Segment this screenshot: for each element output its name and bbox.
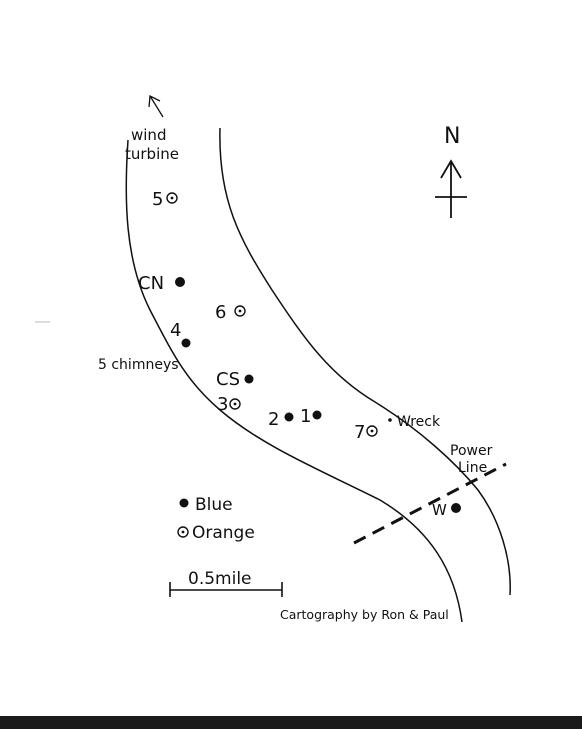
marker-w: W	[432, 501, 461, 519]
blue-marker-icon	[244, 374, 254, 384]
marker-2: 2	[268, 409, 294, 430]
marker-6-label: 6	[215, 302, 226, 323]
wreck-dot-icon	[388, 418, 392, 422]
marker-3-label: 3	[217, 394, 228, 415]
marker-1-label: 1	[300, 406, 311, 427]
marker-5: 5	[152, 189, 178, 210]
wind-turbine-arrow-icon	[148, 94, 164, 118]
marker-7-label: 7	[354, 422, 365, 443]
marker-cn: CN	[138, 273, 185, 294]
scan-bottom-edge	[0, 716, 582, 729]
blue-marker-icon	[284, 412, 294, 422]
marker-4-label: 4	[170, 320, 181, 341]
blue-marker-icon	[312, 410, 322, 420]
blue-marker-icon	[175, 277, 185, 287]
legend-blue-icon	[179, 498, 189, 508]
marker-2-label: 2	[268, 409, 279, 430]
power-line	[353, 462, 507, 545]
river-right-bank	[219, 127, 511, 596]
orange-marker-icon	[166, 192, 178, 204]
marker-5-label: 5	[152, 189, 163, 210]
scale-bar: 0.5mile	[169, 569, 283, 597]
river-left-bank	[125, 139, 463, 623]
orange-marker-icon	[229, 398, 241, 410]
orange-marker-icon	[366, 425, 378, 437]
north-arrow-icon	[435, 159, 467, 218]
marker-cn-label: CN	[138, 273, 164, 294]
marker-4: 4	[170, 320, 191, 348]
marker-7: 7	[354, 422, 378, 443]
legend-blue-label: Blue	[195, 495, 233, 515]
wind-turbine-label-1: wind	[131, 126, 166, 144]
scale-label: 0.5mile	[188, 569, 252, 589]
cartography-credit: Cartography by Ron & Paul	[280, 607, 449, 622]
wind-turbine-label-2: turbine	[125, 145, 179, 163]
marker-w-label: W	[432, 501, 447, 519]
marker-cs: CS	[216, 369, 254, 390]
legend-orange-icon	[177, 526, 189, 538]
power-line-label-2: Line	[458, 460, 487, 476]
orange-marker-icon	[234, 305, 246, 317]
power-line-label-1: Power	[450, 443, 493, 459]
legend: Blue Orange	[177, 495, 255, 543]
marker-6: 6	[215, 302, 246, 323]
blue-marker-icon	[451, 503, 461, 513]
marker-3: 3	[217, 394, 241, 415]
five-chimneys-label: 5 chimneys	[98, 357, 179, 373]
marker-cs-label: CS	[216, 369, 240, 390]
marker-1: 1	[300, 406, 322, 427]
north-label: N	[444, 124, 460, 149]
legend-orange-label: Orange	[192, 523, 255, 543]
blue-marker-icon	[181, 338, 191, 348]
wreck-label: Wreck	[397, 414, 441, 430]
